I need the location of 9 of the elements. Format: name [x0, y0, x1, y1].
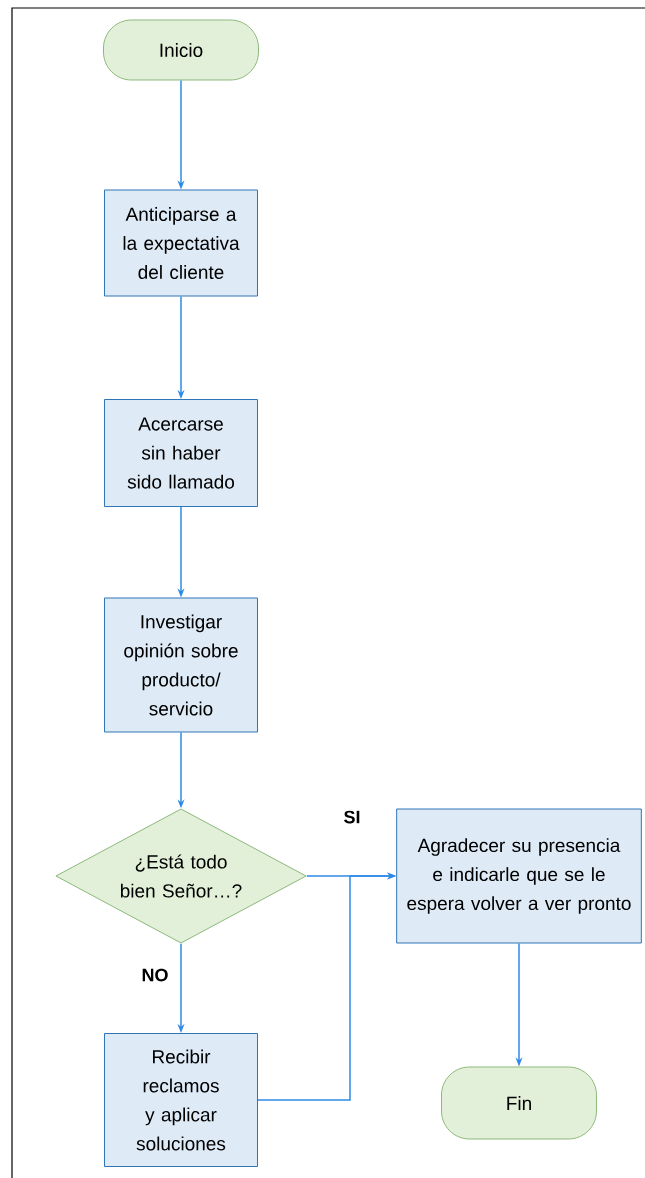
edge-label: SI [342, 809, 362, 825]
process-box: Investigar opinión sobre producto/ servicio [104, 597, 258, 733]
terminal-box: Inicio [103, 19, 259, 81]
process-box: Recibir reclamos y aplicar soluciones [104, 1033, 258, 1167]
process-box: Agradecer su presencia e indicarle que se le espera volver a ver pronto [396, 808, 642, 944]
edge-label: NO [140, 967, 170, 983]
process-box: Acercarse sin haber sido llamado [104, 399, 258, 507]
process-box: Anticiparse a la expectativa del cliente [104, 189, 258, 297]
terminal-box: Fin [441, 1066, 597, 1140]
